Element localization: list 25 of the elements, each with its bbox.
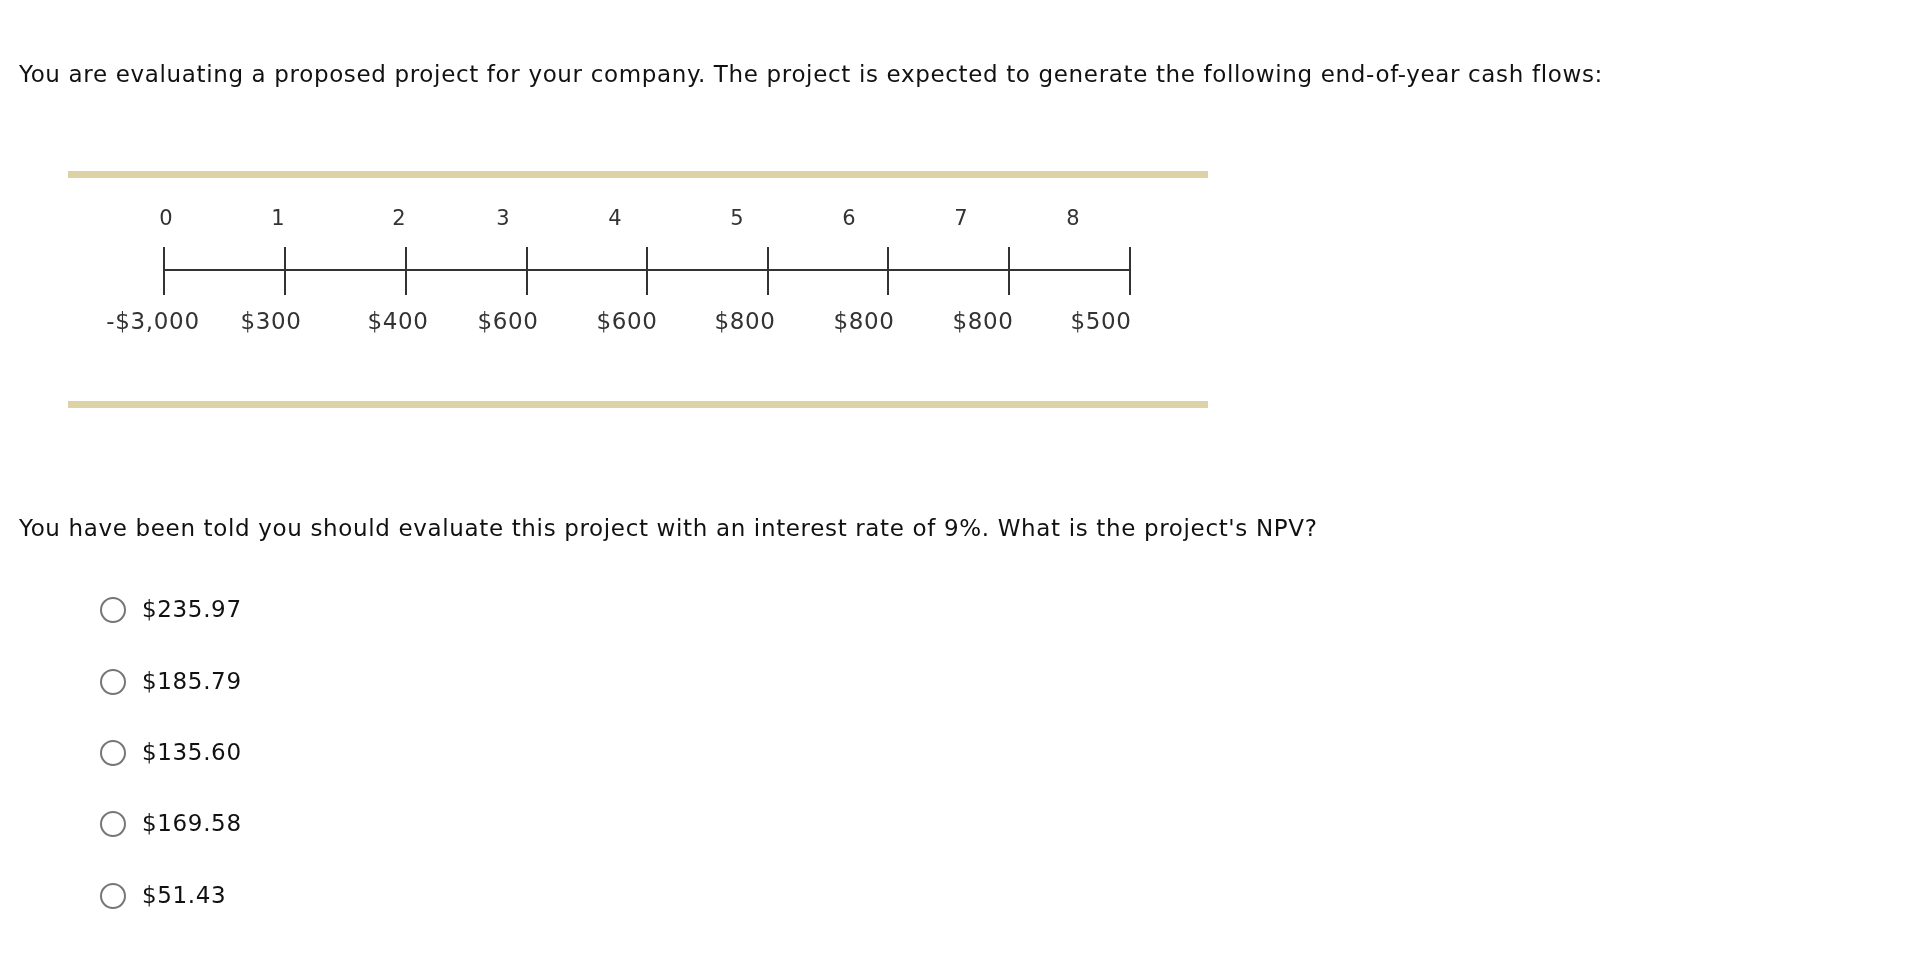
- question-text: You are evaluating a proposed project for your company. The project is expected to generate the following end-of-year cash flows:: [19, 61, 1603, 88]
- period-label: 8: [1066, 205, 1080, 231]
- cash-flow-amount: $600: [477, 308, 539, 335]
- period-label: 1: [271, 205, 285, 231]
- period-label: 2: [392, 205, 406, 231]
- answer-choice: $235.97: [142, 596, 242, 623]
- cash-flow-amount: $300: [240, 308, 302, 335]
- question-text: You have been told you should evaluate this project with an interest rate of 9%. What is the project's NPV?: [19, 515, 1318, 542]
- cash-flow-amount: $400: [367, 308, 429, 335]
- answer-choice: $169.58: [142, 810, 242, 837]
- cash-flow-amount: $600: [596, 308, 658, 335]
- cash-flow-amount: $800: [833, 308, 895, 335]
- cash-flow-amount: $800: [952, 308, 1014, 335]
- cash-flow-amount: -$3,000: [106, 308, 200, 335]
- period-label: 4: [608, 205, 622, 231]
- cash-flow-amount: $500: [1070, 308, 1132, 335]
- period-label: 6: [842, 205, 856, 231]
- period-label: 0: [159, 205, 173, 231]
- answer-choice: $185.79: [142, 668, 242, 695]
- cash-flow-amount: $800: [714, 308, 776, 335]
- period-label: 5: [730, 205, 744, 231]
- period-label: 7: [954, 205, 968, 231]
- period-label: 3: [496, 205, 510, 231]
- answer-choice: $51.43: [142, 882, 227, 909]
- answer-choice: $135.60: [142, 739, 242, 766]
